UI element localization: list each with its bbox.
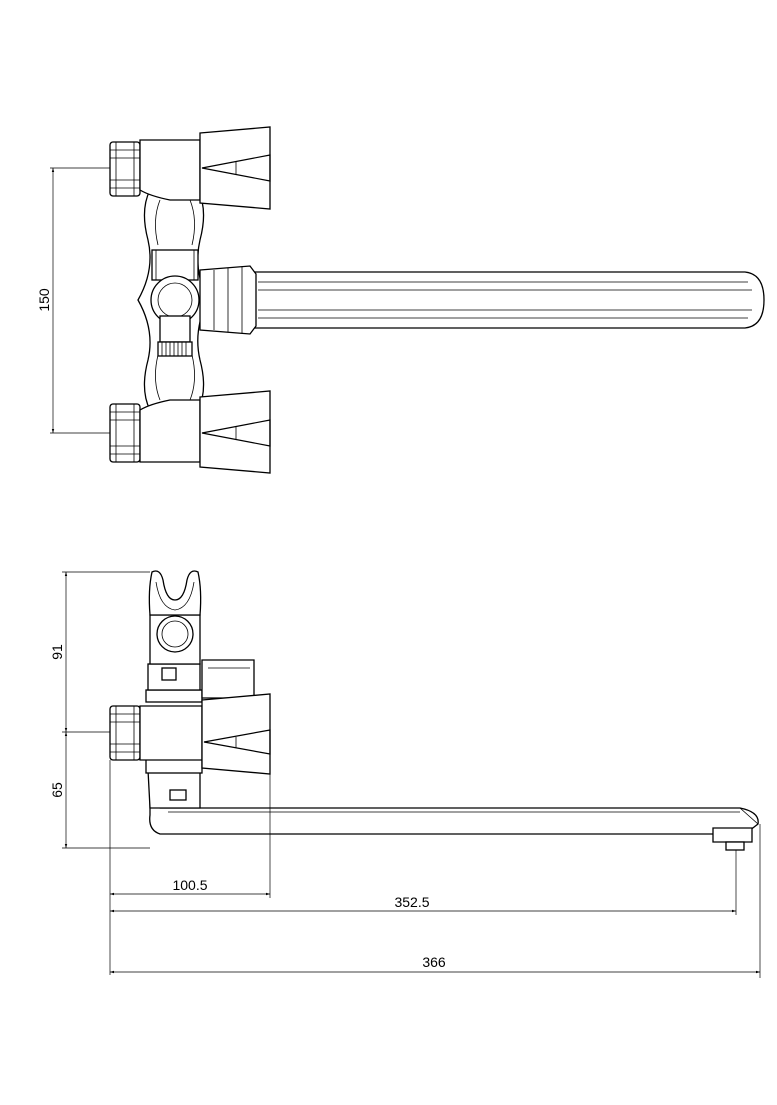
nut-side <box>109 705 141 761</box>
dimension-100-5: 100.5 <box>109 760 271 975</box>
upper-valve-top <box>109 126 271 210</box>
holder-side <box>148 570 202 665</box>
dimension-91-label: 91 <box>49 644 65 660</box>
top-view: 150 <box>36 126 765 474</box>
dimension-366: 366 <box>110 824 761 978</box>
diverter-top <box>150 249 257 357</box>
rear-handle-side <box>201 659 255 699</box>
dimension-352-5: 352.5 <box>110 850 737 915</box>
dimension-65-label: 65 <box>49 782 65 798</box>
dimension-65: 65 <box>49 732 150 849</box>
spout-top <box>251 271 765 329</box>
spout-side <box>149 798 759 851</box>
dimension-150-label: 150 <box>36 288 52 312</box>
valve-handle-side <box>139 693 271 775</box>
lower-valve-top <box>109 390 271 474</box>
dimension-91: 91 <box>49 571 150 733</box>
dimension-366-label: 366 <box>422 954 446 970</box>
dimension-352-5-label: 352.5 <box>394 894 429 910</box>
side-view: 91 65 <box>49 570 761 978</box>
dimension-100-5-label: 100.5 <box>172 877 207 893</box>
thread-lines <box>161 342 187 356</box>
dimension-150: 150 <box>36 167 112 434</box>
column-side <box>145 663 203 809</box>
